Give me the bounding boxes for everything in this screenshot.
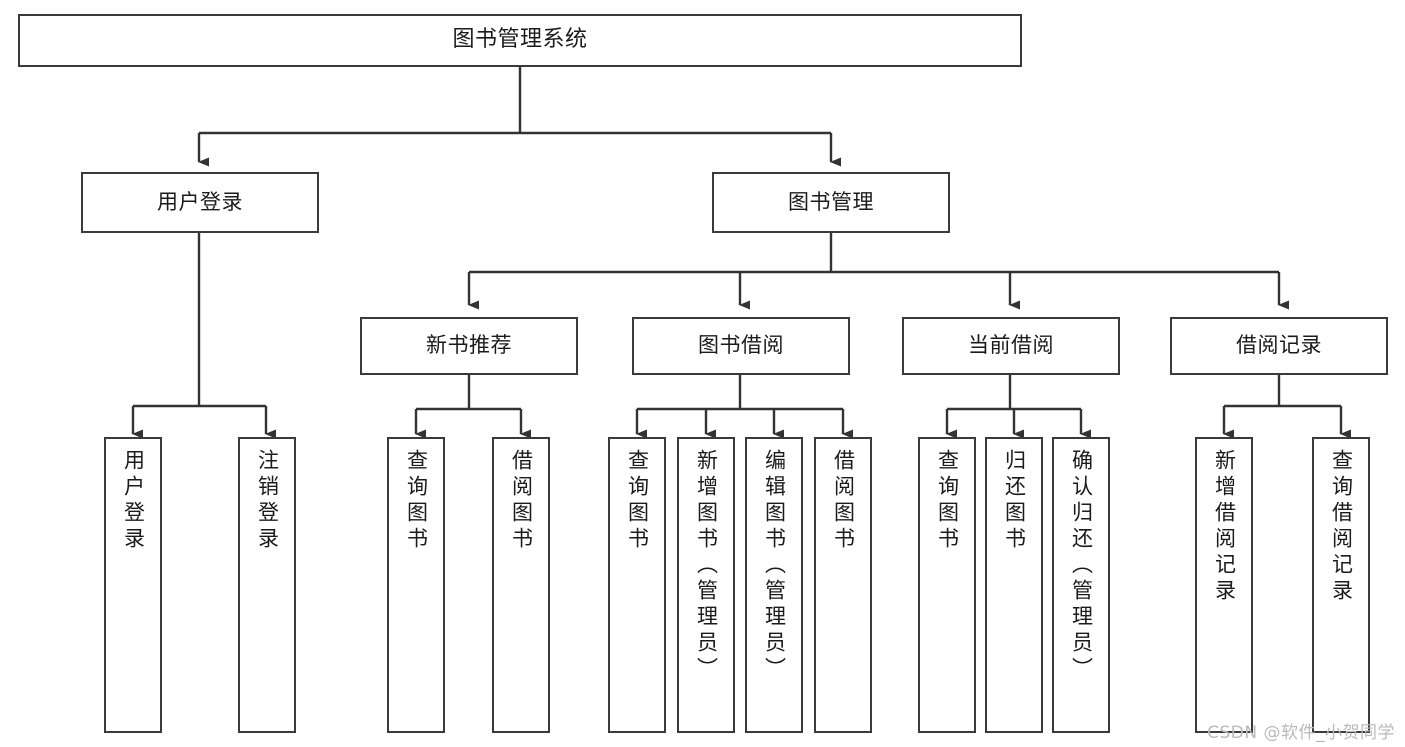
node-label: 查询借阅记录 <box>1329 449 1354 605</box>
node-label: 查询图书 <box>404 449 429 553</box>
leaf-new-book-query[interactable]: 查询图书 <box>387 437 445 733</box>
node-label: 用户登录 <box>157 189 243 214</box>
node-label: 当前借阅 <box>968 333 1054 358</box>
leaf-current-return-book[interactable]: 归还图书 <box>985 437 1043 733</box>
node-label: 借阅记录 <box>1236 333 1322 358</box>
node-label: 新增图书（管理员） <box>694 449 719 683</box>
leaf-borrow-add-book-admin[interactable]: 新增图书（管理员） <box>677 437 735 733</box>
node-new-book-recommend[interactable]: 新书推荐 <box>360 317 578 375</box>
leaf-borrow-borrow-book[interactable]: 借阅图书 <box>814 437 872 733</box>
node-label: 借阅图书 <box>509 449 534 553</box>
leaf-user-login-logout[interactable]: 注销登录 <box>238 437 296 733</box>
node-label: 图书管理 <box>788 189 874 214</box>
node-borrow-record[interactable]: 借阅记录 <box>1170 317 1388 375</box>
node-label: 图书借阅 <box>698 333 784 358</box>
leaf-current-confirm-return-admin[interactable]: 确认归还（管理员） <box>1052 437 1110 733</box>
node-label: 编辑图书（管理员） <box>762 449 787 683</box>
leaf-borrow-query-book[interactable]: 查询图书 <box>608 437 666 733</box>
node-label: 归还图书 <box>1002 449 1027 553</box>
leaf-record-add-record[interactable]: 新增借阅记录 <box>1195 437 1253 733</box>
node-current-borrow[interactable]: 当前借阅 <box>902 317 1120 375</box>
node-book-management[interactable]: 图书管理 <box>712 172 950 233</box>
node-user-login[interactable]: 用户登录 <box>81 172 319 233</box>
node-label: 借阅图书 <box>831 449 856 553</box>
node-label: 图书管理系统 <box>452 27 588 53</box>
node-label: 用户登录 <box>121 449 146 553</box>
node-root-system[interactable]: 图书管理系统 <box>18 14 1022 67</box>
leaf-record-query-record[interactable]: 查询借阅记录 <box>1312 437 1370 733</box>
node-label: 新增借阅记录 <box>1212 449 1237 605</box>
node-label: 确认归还（管理员） <box>1069 449 1094 683</box>
leaf-user-login-login[interactable]: 用户登录 <box>104 437 162 733</box>
node-label: 查询图书 <box>625 449 650 553</box>
node-label: 新书推荐 <box>426 333 512 358</box>
node-label: 查询图书 <box>935 449 960 553</box>
watermark: CSDN @软件_小贺同学 <box>1207 723 1395 743</box>
node-label: 注销登录 <box>255 449 280 553</box>
node-book-borrow[interactable]: 图书借阅 <box>632 317 850 375</box>
leaf-new-book-borrow[interactable]: 借阅图书 <box>492 437 550 733</box>
leaf-current-query-book[interactable]: 查询图书 <box>918 437 976 733</box>
leaf-borrow-edit-book-admin[interactable]: 编辑图书（管理员） <box>745 437 803 733</box>
